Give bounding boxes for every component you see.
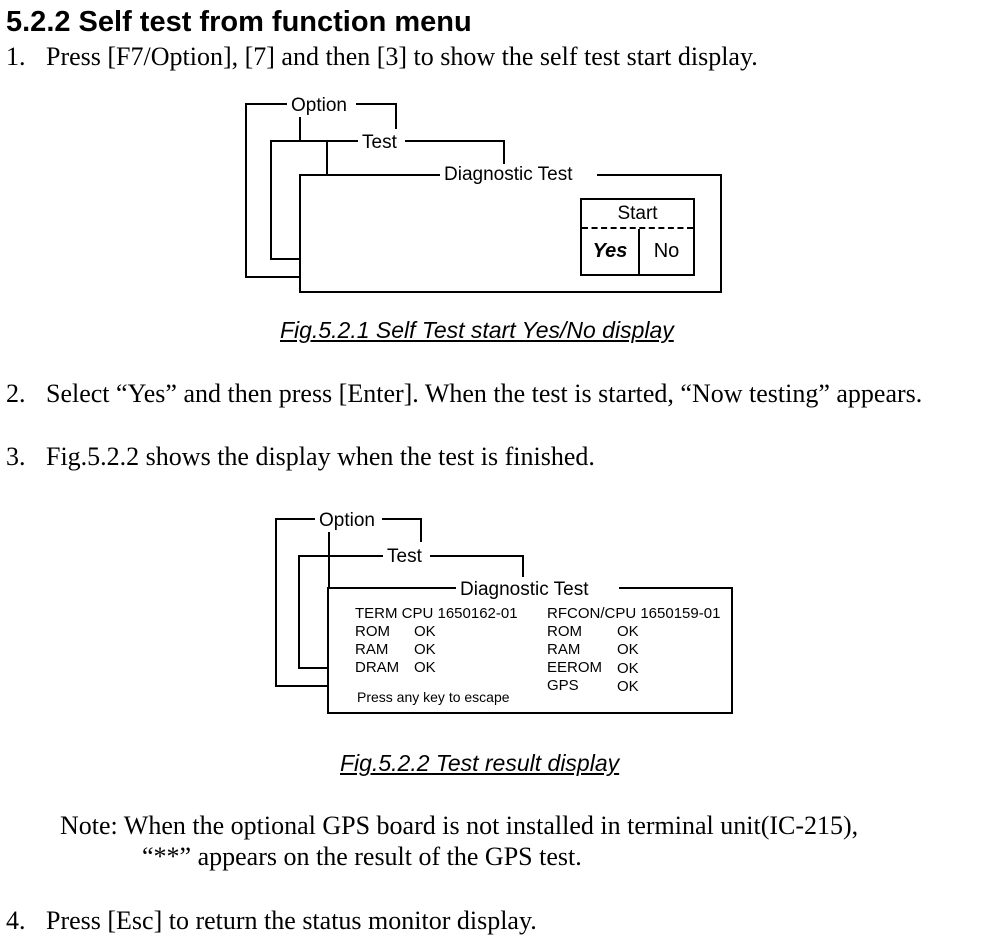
rfcon-row-name: EEROM [547,659,603,676]
rfcon-row-name: ROM [547,623,582,640]
option-top-line [356,103,397,105]
step-1-text: Press [F7/Option], [7] and then [3] to s… [46,42,758,71]
option-label-2: Option [315,510,379,532]
step-4-text: Press [Esc] to return the status monitor… [46,906,537,935]
test-top-line-left-2 [300,555,386,557]
step-1-number: 1. [6,42,26,71]
test-window-2 [298,555,330,669]
no-button[interactable]: No [653,240,680,262]
step-2-number: 2. [6,379,26,408]
rfcon-row-status: OK [617,660,639,677]
term-row-name: RAM [355,641,389,658]
step-2-text: Select “Yes” and then press [Enter]. Whe… [46,379,923,408]
option-top-line-2 [382,518,422,520]
test-top-line-right [405,140,505,142]
step-4: 4. Press [Esc] to return the status monit… [6,906,537,936]
test-top-line-left [301,140,361,142]
figure-1-caption: Fig.5.2.1 Self Test start Yes/No display [280,317,674,343]
option-bracket-line-2 [420,518,422,542]
start-dialog: Start Yes No [580,198,695,276]
rfcon-row-status: OK [617,641,639,658]
term-row-status: OK [414,623,436,640]
section-heading: 5.2.2 Self test from function menu [6,6,472,38]
diagnostic-window-2 [327,587,733,714]
note-line-1: Note: When the optional GPS board is not… [60,811,859,840]
rfcon-row-name: GPS [547,677,579,694]
step-4-number: 4. [6,906,26,935]
start-label: Start [617,203,658,224]
test-top-line-right-2 [430,555,524,557]
rfcon-row-status: OK [617,623,639,640]
step-3-text: Fig.5.2.2 shows the display when the tes… [46,442,595,471]
note-line-2: “**” appears on the result of the GPS te… [142,842,582,871]
diagnostic-test-label: Diagnostic Test [440,164,597,186]
escape-hint: Press any key to escape [357,689,510,705]
term-row-status: OK [414,641,436,658]
term-row-name: DRAM [355,659,400,676]
rfcon-row-status: OK [617,678,639,695]
step-2: 2. Select “Yes” and then press [Enter]. W… [6,379,922,409]
test-label-2: Test [383,546,426,568]
start-divider [582,227,693,229]
step-3-number: 3. [6,442,26,471]
diagnostic-test-label-2: Diagnostic Test [456,579,619,601]
test-bracket-line-2 [522,555,524,577]
rfcon-cpu-header: RFCON/CPU 1650159-01 [547,605,721,622]
step-1: 1. Press [F7/Option], [7] and then [3] to… [6,42,758,72]
step-3: 3. Fig.5.2.2 shows the display when the t… [6,442,595,472]
option-label: Option [287,95,351,117]
test-label: Test [358,132,401,154]
test-bracket-line [503,140,505,164]
term-cpu-header: TERM CPU 1650162-01 [355,605,518,622]
yes-button[interactable]: Yes [592,240,628,262]
yes-no-divider [638,229,640,274]
term-row-name: ROM [355,623,390,640]
figure-2-caption: Fig.5.2.2 Test result display [340,750,620,776]
option-bracket-line [395,103,397,129]
rfcon-row-name: RAM [547,641,581,658]
term-row-status: OK [414,659,436,676]
